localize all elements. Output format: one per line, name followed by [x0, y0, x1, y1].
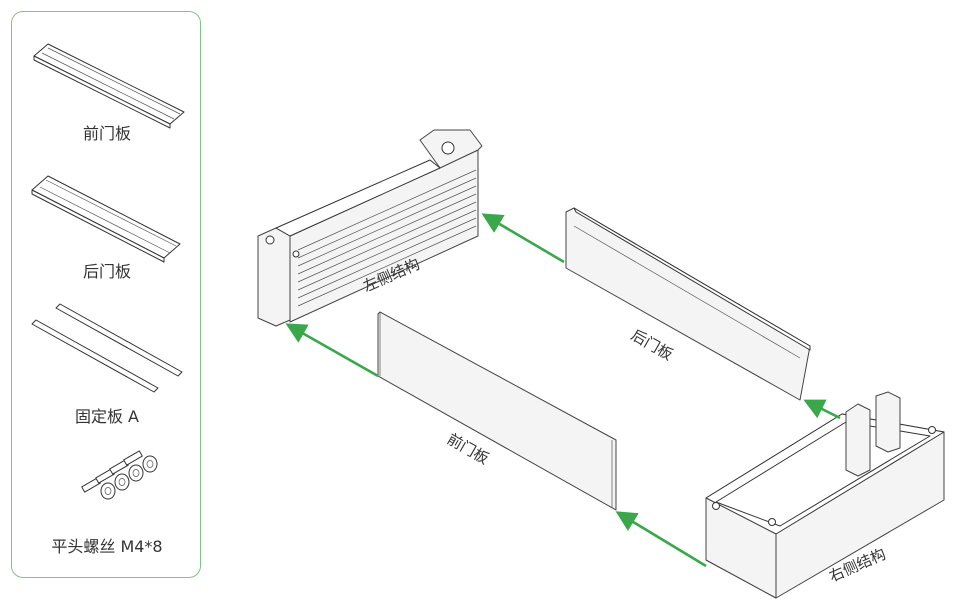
front-door-panel-icon — [33, 43, 185, 129]
assembly-arrows — [285, 213, 841, 568]
flat-head-screw-icon — [81, 450, 158, 500]
fixing-plate-a-icon — [31, 303, 183, 393]
parts-icons — [31, 43, 185, 500]
back-panel-label: 后门板 — [628, 326, 676, 364]
arrow-right-to-front — [615, 511, 707, 568]
back-door-panel-label: 后门板 — [82, 262, 131, 281]
front-door-panel-label: 前门板 — [82, 124, 131, 143]
front-door-panel — [377, 311, 617, 511]
parts-panel: 前门板 后门板 固定板 A 平头螺丝 M4*8 — [11, 11, 201, 578]
arrow-front-to-left — [285, 323, 379, 378]
arrow-back-to-left — [481, 213, 565, 264]
left-side-structure — [257, 129, 483, 327]
arrow-right-to-back — [803, 399, 841, 420]
back-door-panel — [565, 207, 811, 401]
right-side-structure — [705, 391, 945, 599]
flat-head-screw-label: 平头螺丝 M4*8 — [51, 537, 163, 556]
back-door-panel-icon — [31, 175, 181, 263]
fixing-plate-a-label: 固定板 A — [74, 407, 140, 426]
